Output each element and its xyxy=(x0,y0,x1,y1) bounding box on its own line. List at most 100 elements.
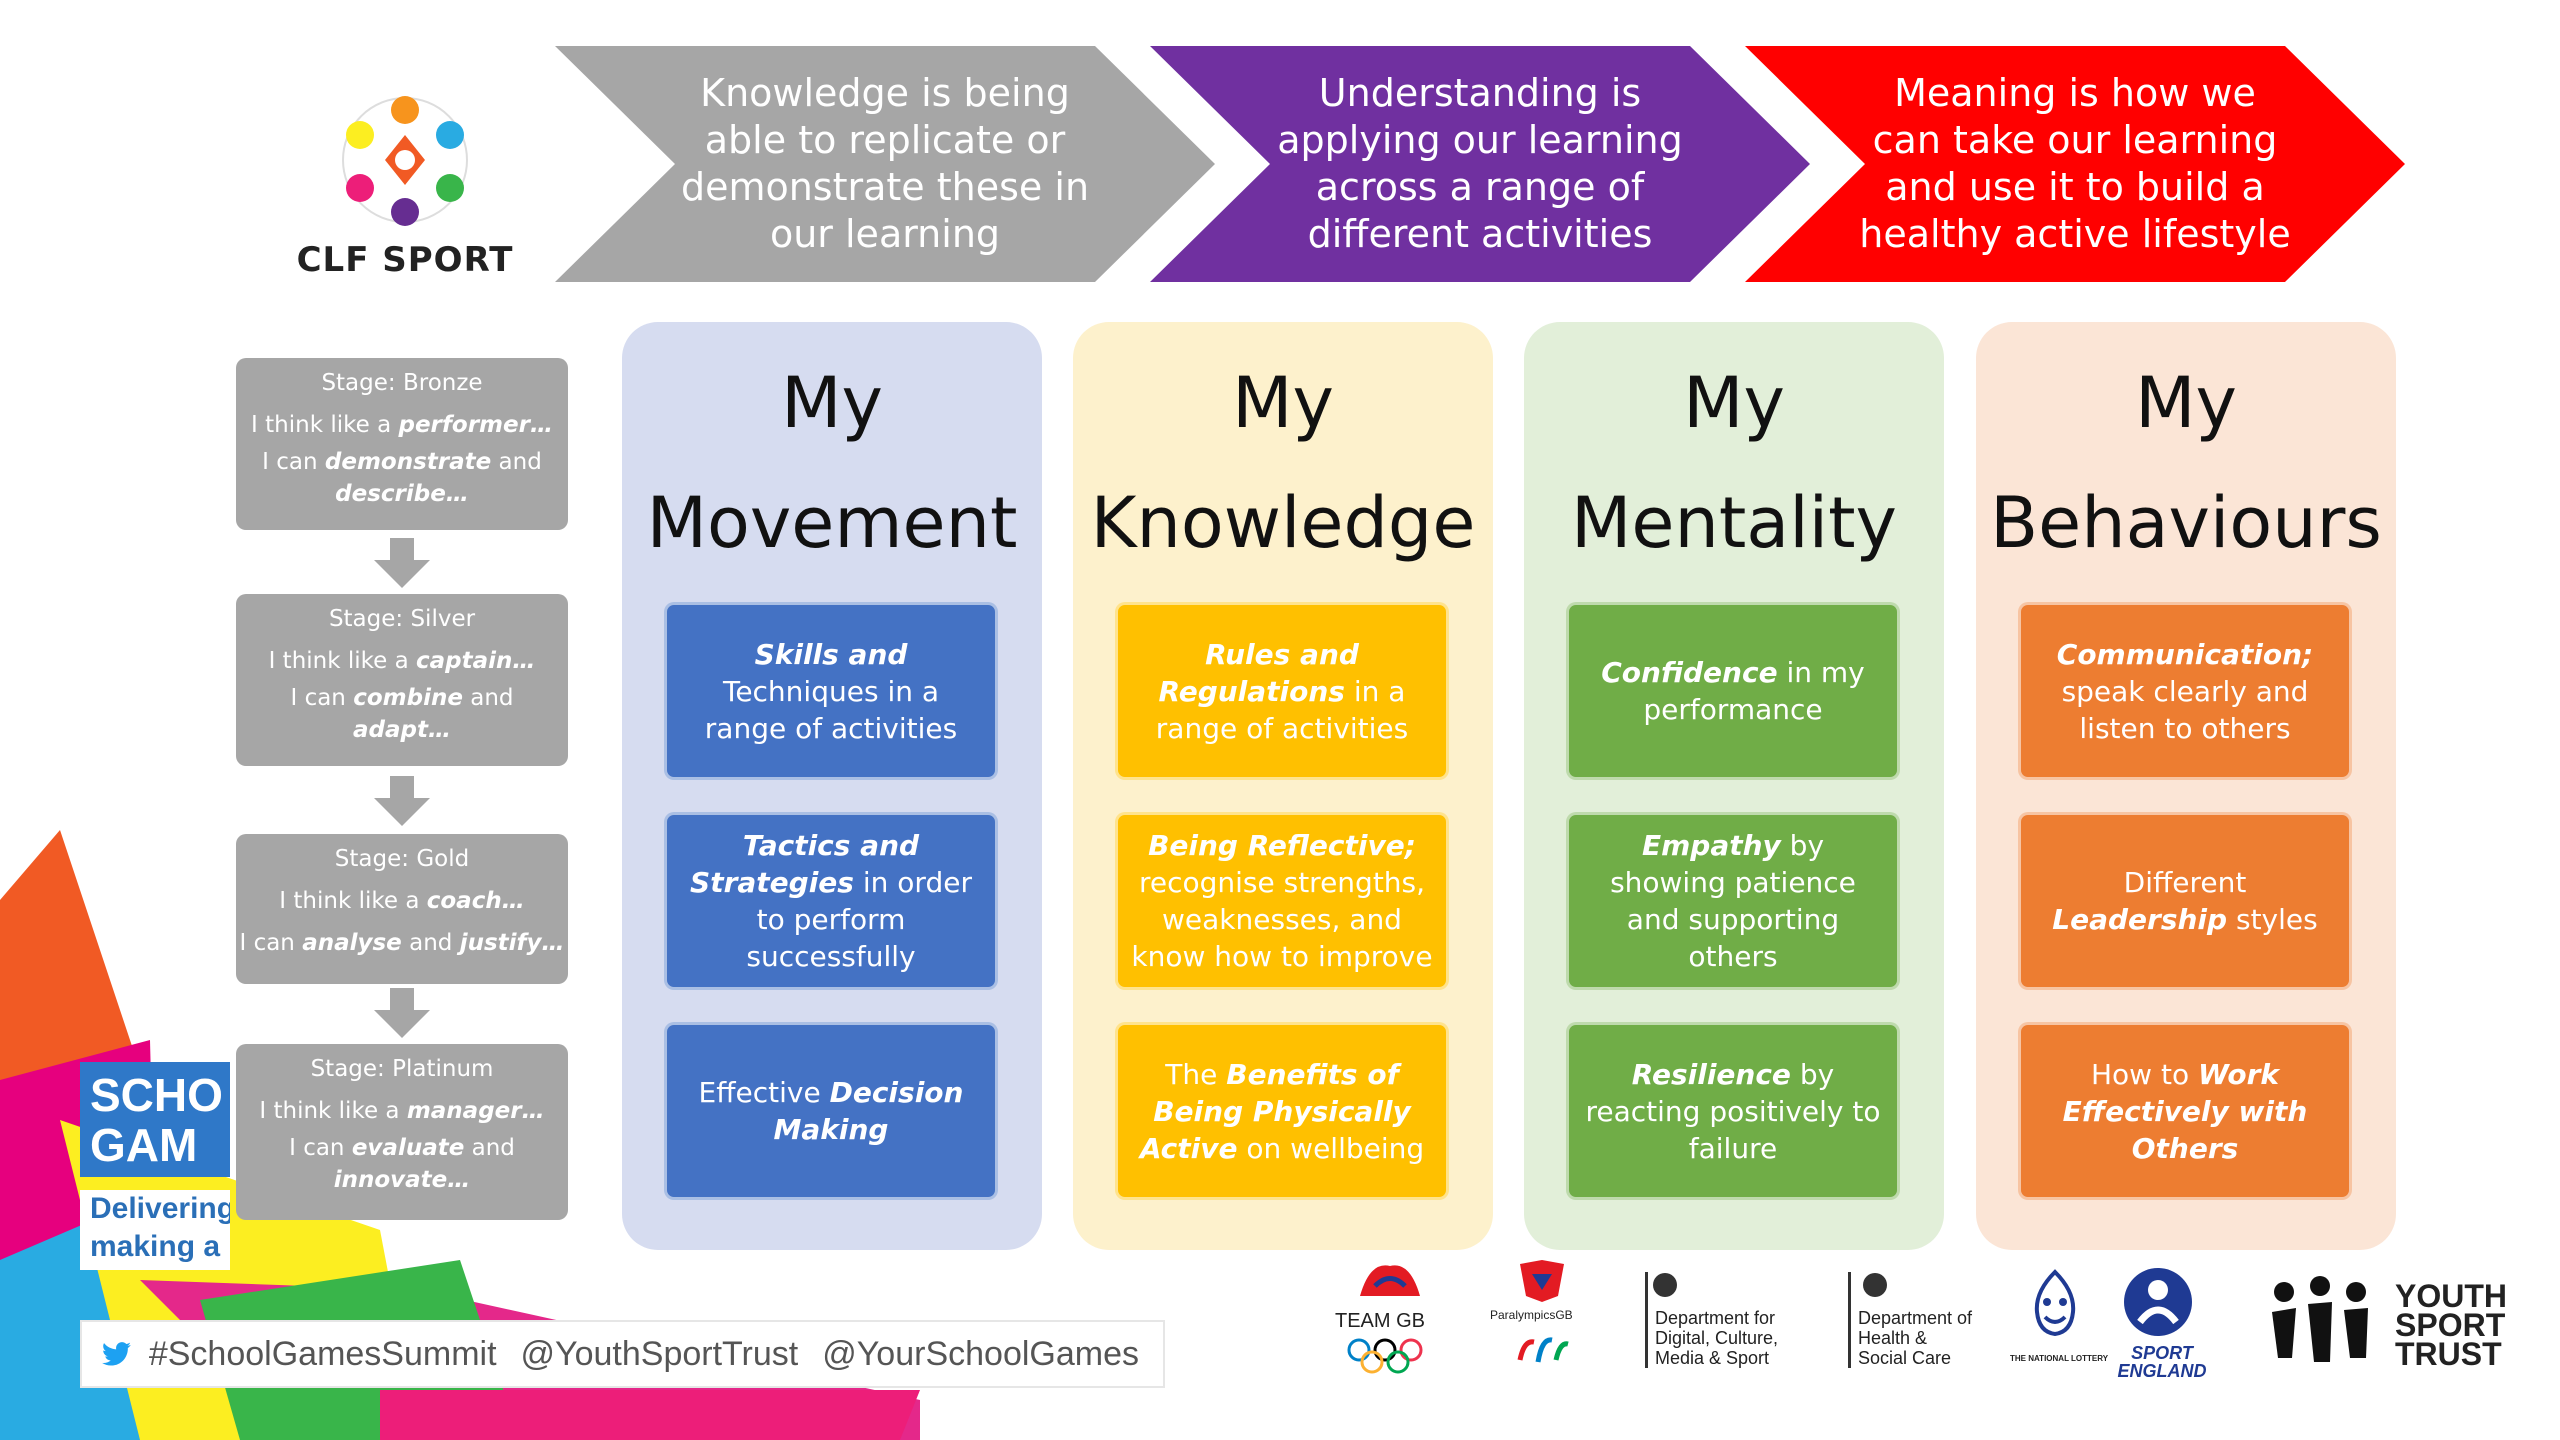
column-title-line2: Knowledge xyxy=(1090,482,1476,564)
think-role: captain… xyxy=(416,648,536,674)
chevron-understanding xyxy=(1150,46,1810,282)
card-bold: Decision Making xyxy=(773,1076,964,1146)
card-text: on wellbeing xyxy=(1237,1131,1425,1165)
sport-england-label: SPORT ENGLAND xyxy=(2117,1343,2207,1381)
chevron-meaning xyxy=(1745,46,2405,282)
logo-name: CLF SPORT xyxy=(296,240,514,280)
stage-bronze: Stage: Bronze I think like a performer… … xyxy=(236,358,568,530)
card-resilience: Resilience by reacting positively to fai… xyxy=(1566,1022,1900,1200)
yst-line1: YOUTH xyxy=(2395,1278,2507,1314)
card-being-reflective: Being Reflective; recognise strengths, w… xyxy=(1115,812,1449,990)
think-prefix: I think like a xyxy=(251,412,399,438)
column-title-line1: My xyxy=(781,362,883,444)
think-prefix: I think like a xyxy=(268,648,417,674)
stage-label: Stage: Bronze xyxy=(321,370,483,396)
clf-sport-logo xyxy=(342,96,468,226)
think-prefix: I think like a xyxy=(259,1098,407,1124)
dcms-label: Department for Digital, Culture, Media &… xyxy=(1655,1308,1779,1368)
card-empathy: Empathy by showing patience and supporti… xyxy=(1566,812,1900,990)
card-bold: Empathy xyxy=(1641,829,1781,862)
handle-your-school-games[interactable]: @YourSchoolGames xyxy=(822,1334,1139,1373)
lottery-label: THE NATIONAL LOTTERY xyxy=(2010,1354,2109,1363)
team-gb-label: TEAM GB xyxy=(1335,1310,1426,1332)
card-text: in a range of activities xyxy=(1155,674,1409,745)
card-communication: Communication; speak clearly and listen … xyxy=(2018,602,2352,780)
column-title-line2: Movement xyxy=(646,482,1018,564)
card-text: recognise strengths, weaknesses, and kno… xyxy=(1131,866,1433,973)
yst-line2: SPORT xyxy=(2395,1307,2506,1343)
card-bold: Being Reflective; xyxy=(1148,829,1416,862)
card-decision-making: Effective Decision Making xyxy=(664,1022,998,1200)
chevron-knowledge-text: Knowledge is being able to replicate or … xyxy=(680,71,1090,256)
agitos-icon xyxy=(1517,1337,1569,1363)
delivering-line2: making a xyxy=(90,1230,221,1263)
stage-platinum: Stage: Platinum I think like a manager… … xyxy=(236,1044,568,1220)
dhsc-label: Department of Health & Social Care xyxy=(1858,1308,1973,1368)
paralympics-label: ParalympicsGB xyxy=(1490,1308,1573,1322)
column-title-line2: Behaviours xyxy=(1990,482,2382,564)
card-skills-techniques: Skills and Techniques in a range of acti… xyxy=(664,602,998,780)
card-text: speak clearly and listen to others xyxy=(2061,674,2309,745)
can-prefix: I can xyxy=(290,685,354,711)
sport-england-icon xyxy=(2124,1268,2192,1336)
column-title-line1: My xyxy=(1232,362,1334,444)
card-text: styles xyxy=(2227,903,2318,936)
school-games-logo: SCHO GAM xyxy=(80,1062,230,1177)
stage-label: Stage: Silver xyxy=(328,606,476,632)
can-verb: analyse xyxy=(302,930,402,956)
delivering-strap: Delivering making a xyxy=(80,1190,230,1270)
can-verb: innovate… xyxy=(333,1167,471,1193)
card-text: How to xyxy=(2090,1057,2198,1091)
card-benefits-active: The Benefits of Being Physically Active … xyxy=(1115,1022,1449,1200)
column-title-line1: My xyxy=(2135,362,2237,444)
chevron-knowledge xyxy=(555,46,1215,282)
card-text: in order to perform successfully xyxy=(746,866,972,973)
card-bold: Skills and xyxy=(754,637,908,671)
think-role: performer… xyxy=(398,412,553,438)
card-leadership: Different Leadership styles xyxy=(2018,812,2352,990)
can-prefix: I can xyxy=(262,449,325,475)
yst-line3: TRUST xyxy=(2395,1336,2502,1372)
dhsc-divider xyxy=(1848,1272,1851,1368)
column-knowledge: My Knowledge Rules and Regulations in a … xyxy=(1073,322,1493,1250)
can-verb: combine xyxy=(353,685,463,711)
can-prefix: I can xyxy=(289,1135,352,1161)
can-verb: describe… xyxy=(335,481,469,507)
think-prefix: I think like a xyxy=(279,888,427,914)
column-mentality: My Mentality Confidence in my performanc… xyxy=(1524,322,1944,1250)
column-behaviours: My Behaviours Communication; speak clear… xyxy=(1976,322,2396,1250)
card-bold: Confidence xyxy=(1601,656,1778,689)
can-and: and xyxy=(491,449,542,475)
card-text: The xyxy=(1165,1057,1227,1091)
card-text: Techniques in a range of activities xyxy=(704,674,958,745)
can-and: and xyxy=(462,685,514,711)
down-arrow-icon xyxy=(374,988,430,1038)
paralympics-gb-icon xyxy=(1520,1260,1564,1302)
card-bold: Work Effectively with Others xyxy=(2062,1057,2308,1165)
card-text: by showing patience and supporting other… xyxy=(1610,829,1856,973)
stage-label: Stage: Platinum xyxy=(310,1056,494,1082)
card-text: in my performance xyxy=(1643,656,1865,726)
card-rules-regulations: Rules and Regulations in a range of acti… xyxy=(1115,602,1449,780)
can-and: and xyxy=(464,1135,515,1161)
card-bold: Communication; xyxy=(2056,637,2314,671)
chevron-understanding-text: Understanding is applying our learning a… xyxy=(1277,71,1683,256)
delivering-line1: Delivering xyxy=(90,1192,230,1225)
dcms-divider xyxy=(1645,1272,1648,1368)
card-bold: Leadership xyxy=(2052,903,2228,936)
youth-sport-trust-label: YOUTH SPORT TRUST xyxy=(2395,1278,2507,1372)
down-arrow-icon xyxy=(374,776,430,826)
royal-crest-icon xyxy=(1653,1273,1677,1297)
handle-youth-sport-trust[interactable]: @YouthSportTrust xyxy=(520,1334,799,1373)
down-arrow-icon xyxy=(374,538,430,588)
think-role: coach… xyxy=(426,888,525,914)
card-work-effectively: How to Work Effectively with Others xyxy=(2018,1022,2352,1200)
youth-sport-trust-figures-icon xyxy=(2272,1276,2368,1362)
can-verb: adapt… xyxy=(353,717,451,743)
card-tactics-strategies: Tactics and Strategies in order to perfo… xyxy=(664,812,998,990)
card-bold: Tactics and Strategies xyxy=(690,829,920,899)
card-text: Effective xyxy=(698,1076,830,1109)
card-bold: Resilience xyxy=(1631,1057,1791,1091)
card-confidence: Confidence in my performance xyxy=(1566,602,1900,780)
hashtag-summit[interactable]: #SchoolGamesSummit xyxy=(148,1334,497,1373)
